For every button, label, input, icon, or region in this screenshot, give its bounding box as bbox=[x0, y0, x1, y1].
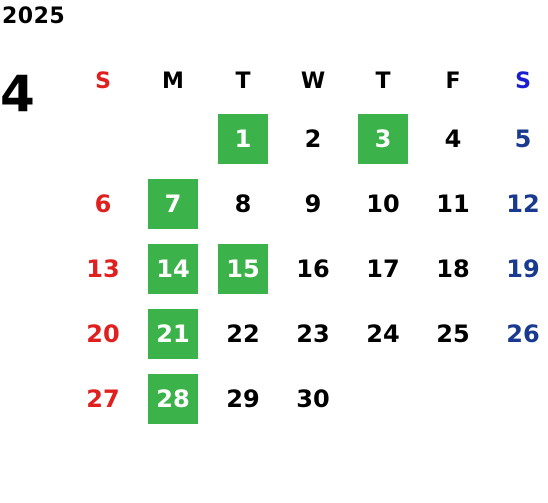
day-number: 10 bbox=[366, 189, 400, 218]
day-number: 8 bbox=[234, 189, 252, 218]
day-cell[interactable]: 28 bbox=[138, 373, 208, 424]
day-cell[interactable]: 21 bbox=[138, 308, 208, 359]
empty-day-cell bbox=[348, 374, 418, 424]
day-number: 27 bbox=[86, 384, 120, 413]
weekday-header-row: S M T W T F S bbox=[68, 56, 548, 106]
day-number: 19 bbox=[506, 254, 540, 283]
day-cell[interactable]: 22 bbox=[208, 309, 278, 359]
day-cell[interactable]: 16 bbox=[278, 244, 348, 294]
day-cell[interactable]: 5 bbox=[488, 114, 548, 164]
holiday-day-number: 1 bbox=[218, 113, 268, 164]
calendar-month: 4 bbox=[0, 65, 35, 123]
day-cell[interactable]: 26 bbox=[488, 309, 548, 359]
holiday-day-number: 3 bbox=[358, 113, 408, 164]
day-cell[interactable]: 15 bbox=[208, 243, 278, 294]
calendar-week-row: 13 14 15 16 17 18 19 bbox=[68, 236, 548, 301]
day-number: 5 bbox=[514, 124, 532, 153]
day-cell[interactable]: 29 bbox=[208, 374, 278, 424]
day-cell[interactable]: 20 bbox=[68, 309, 138, 359]
day-cell[interactable]: 23 bbox=[278, 309, 348, 359]
day-cell[interactable]: 27 bbox=[68, 374, 138, 424]
empty-day-cell bbox=[138, 114, 208, 164]
calendar-year: 2025 bbox=[2, 4, 66, 29]
day-cell[interactable]: 12 bbox=[488, 179, 548, 229]
day-cell[interactable]: 8 bbox=[208, 179, 278, 229]
day-number: 2 bbox=[304, 124, 322, 153]
weekday-header-thursday: T bbox=[375, 68, 391, 94]
day-number bbox=[428, 374, 478, 424]
day-cell[interactable]: 10 bbox=[348, 179, 418, 229]
day-cell[interactable]: 4 bbox=[418, 114, 488, 164]
day-number bbox=[78, 114, 128, 164]
weekday-header-saturday: S bbox=[515, 68, 531, 94]
day-number: 25 bbox=[436, 319, 470, 348]
day-cell[interactable]: 18 bbox=[418, 244, 488, 294]
day-number: 4 bbox=[444, 124, 462, 153]
day-cell[interactable]: 6 bbox=[68, 179, 138, 229]
day-number bbox=[498, 374, 548, 424]
day-number: 13 bbox=[86, 254, 120, 283]
empty-day-cell bbox=[68, 114, 138, 164]
day-cell[interactable]: 2 bbox=[278, 114, 348, 164]
day-cell[interactable]: 1 bbox=[208, 113, 278, 164]
holiday-day-number: 21 bbox=[148, 308, 198, 359]
day-number: 12 bbox=[506, 189, 540, 218]
day-cell[interactable]: 7 bbox=[138, 178, 208, 229]
day-cell[interactable]: 13 bbox=[68, 244, 138, 294]
calendar-week-row: 27 28 29 30 bbox=[68, 366, 548, 431]
weekday-header-monday: M bbox=[162, 68, 184, 94]
day-cell[interactable]: 17 bbox=[348, 244, 418, 294]
day-number: 22 bbox=[226, 319, 260, 348]
day-number: 17 bbox=[366, 254, 400, 283]
calendar-week-row: 20 21 22 23 24 25 26 bbox=[68, 301, 548, 366]
day-cell[interactable]: 25 bbox=[418, 309, 488, 359]
holiday-day-number: 14 bbox=[148, 243, 198, 294]
weekday-header-friday: F bbox=[445, 68, 461, 94]
day-number: 20 bbox=[86, 319, 120, 348]
day-number: 18 bbox=[436, 254, 470, 283]
day-number: 26 bbox=[506, 319, 540, 348]
holiday-day-number: 28 bbox=[148, 373, 198, 424]
empty-day-cell bbox=[418, 374, 488, 424]
day-number: 24 bbox=[366, 319, 400, 348]
holiday-day-number: 7 bbox=[148, 178, 198, 229]
day-cell[interactable]: 30 bbox=[278, 374, 348, 424]
day-number: 11 bbox=[436, 189, 470, 218]
holiday-day-number: 15 bbox=[218, 243, 268, 294]
day-number: 16 bbox=[296, 254, 330, 283]
weekday-header-wednesday: W bbox=[300, 68, 326, 94]
day-number: 9 bbox=[304, 189, 322, 218]
day-cell[interactable]: 24 bbox=[348, 309, 418, 359]
calendar-week-row: 1 2 3 4 5 bbox=[68, 106, 548, 171]
day-number: 23 bbox=[296, 319, 330, 348]
day-cell[interactable]: 3 bbox=[348, 113, 418, 164]
day-number bbox=[148, 114, 198, 164]
day-number: 29 bbox=[226, 384, 260, 413]
calendar-week-row: 6 7 8 9 10 11 12 bbox=[68, 171, 548, 236]
day-cell[interactable]: 9 bbox=[278, 179, 348, 229]
day-number: 6 bbox=[94, 189, 112, 218]
day-cell[interactable]: 14 bbox=[138, 243, 208, 294]
day-cell[interactable]: 11 bbox=[418, 179, 488, 229]
day-cell[interactable]: 19 bbox=[488, 244, 548, 294]
day-number: 30 bbox=[296, 384, 330, 413]
weekday-header-tuesday: T bbox=[235, 68, 251, 94]
empty-day-cell bbox=[488, 374, 548, 424]
day-number bbox=[358, 374, 408, 424]
weekday-header-sunday: S bbox=[95, 68, 111, 94]
